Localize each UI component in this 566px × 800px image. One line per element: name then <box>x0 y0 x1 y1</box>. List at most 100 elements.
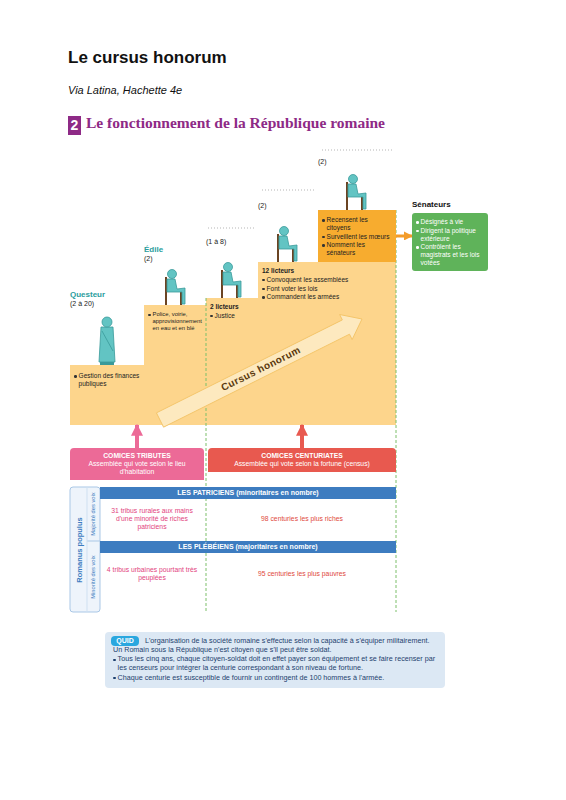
class-bar: LES PATRICIENS (minoritaires en nombre) <box>100 487 396 499</box>
text-row: L'organisation de la société romaine s'e… <box>113 637 437 654</box>
class-bar: LES PLÉBÉIENS (majoritaires en nombre) <box>100 541 396 553</box>
stair-step: Édile(2)Police, voirie, approvisionnemen… <box>144 305 208 425</box>
text-row: Gestion des finances publiques <box>74 372 141 388</box>
text-row: Police, voirie, approvisionnement en eau… <box>148 311 205 332</box>
text-row: Assemblée qui vote selon le lieu d'habit… <box>74 460 200 476</box>
stair-fill <box>70 365 145 425</box>
bullet <box>322 244 325 247</box>
censor-box: (2)Recensent les citoyensSurveillent les… <box>318 210 396 262</box>
flow-arrow <box>300 425 304 448</box>
bullet <box>210 315 213 318</box>
section-heading: Le fonctionnement de la République romai… <box>86 114 385 133</box>
text-row: 12 licteurs <box>262 267 393 275</box>
text-row: 2 <box>68 117 81 134</box>
separator-line <box>206 298 207 612</box>
box-text: Commandent les armées <box>267 293 393 301</box>
bullet <box>262 279 265 282</box>
box-text: Justice <box>215 312 255 320</box>
box-text: L'organisation de la société romaine s'e… <box>113 636 429 654</box>
cursus-arrow <box>156 315 362 428</box>
text-row: (2) <box>318 158 396 166</box>
text-row: Justice <box>210 312 255 320</box>
box-text: Gestion des finances publiques <box>79 372 141 388</box>
seated-magistrate <box>277 227 297 263</box>
box-text: QUID <box>113 637 137 645</box>
text-row: Recensent les citoyens <box>322 216 393 232</box>
text-row: Font voter les lois <box>262 285 393 293</box>
step-heading: (1 à 8) <box>206 238 258 246</box>
box-text: 2 <box>68 117 81 134</box>
bullet <box>416 246 419 249</box>
text-row: Convoquent les assemblées <box>262 276 393 284</box>
box-text: COMICES CENTURIATES <box>212 452 392 460</box>
text-row: QUID <box>113 637 137 645</box>
figure-head <box>102 317 112 327</box>
staircase <box>70 262 396 425</box>
quid-badge: QUID <box>111 636 139 646</box>
box-text: LES PLÉBÉIENS (majoritaires en nombre) <box>104 543 392 551</box>
box-text: COMICES TRIBUTES <box>74 452 200 460</box>
section-number: 2 <box>68 116 81 135</box>
bullet <box>148 314 151 317</box>
box-text: Surveillent les mœurs <box>327 233 393 241</box>
table-cell: 95 centuries les plus pauvres <box>212 570 392 578</box>
text-row: Désignés à vie <box>416 218 485 226</box>
box-text: Assemblée qui vote selon le lieu d'habit… <box>74 460 200 476</box>
figure-body <box>223 272 241 297</box>
box-text: Dirigent la politique extérieure <box>421 227 485 243</box>
box-text: 2 licteurs <box>210 303 255 311</box>
text-row: Sénateurs <box>412 200 488 210</box>
step-heading: (2) <box>258 202 318 210</box>
box-text: Nomment les sénateurs <box>327 241 393 257</box>
figure-body <box>348 184 366 209</box>
bullet <box>322 236 325 239</box>
text-row: (2 à 20) <box>70 300 144 308</box>
bullet <box>74 375 77 378</box>
figure-drape <box>102 331 113 351</box>
bullet <box>322 219 325 222</box>
stair-fill <box>206 298 259 425</box>
text-row: Chaque centurie est susceptible de fourn… <box>113 674 437 683</box>
senate-box: SénateursDésignés à vieDirigent la polit… <box>412 213 488 271</box>
bullet <box>262 288 265 291</box>
text-row: Assemblée qui vote selon la fortune (cen… <box>212 460 392 468</box>
stair-step: (2)12 licteursConvoquent les assembléesF… <box>258 262 396 425</box>
box-text: Convoquent les assemblées <box>267 276 393 284</box>
box-text: Chaque centurie est susceptible de fourn… <box>118 674 437 683</box>
table-cell: 4 tribus urbaines pourtant très peuplées <box>104 566 200 582</box>
box-text: Recensent les citoyens <box>327 216 393 232</box>
box-text: Police, voirie, approvisionnement en eau… <box>153 311 205 332</box>
step-heading: (2) <box>318 158 396 166</box>
table-cell: 31 tribus rurales aux mains d'une minori… <box>104 507 200 531</box>
text-row: Contrôlent les magistrats et les lois vo… <box>416 243 485 266</box>
step-heading: (2 à 20) <box>70 300 144 308</box>
figure-body <box>99 327 115 362</box>
source-note: Via Latina, Hachette 4e <box>68 84 182 97</box>
table-cell: 98 centuries les plus riches <box>212 515 392 523</box>
bullet <box>113 659 116 662</box>
stair-step: Questeur(2 à 20)Gestion des finances pub… <box>70 365 144 425</box>
page-title: Le cursus honorum <box>68 48 227 68</box>
quid-box: L'organisation de la société romaine s'e… <box>105 632 445 688</box>
text-row: LES PLÉBÉIENS (majoritaires en nombre) <box>104 543 392 551</box>
text-row: 2 licteurs <box>210 303 255 311</box>
seated-magistrate <box>165 270 185 306</box>
stair-step: (1 à 8)2 licteursJustice <box>206 298 258 425</box>
assembly-box: COMICES TRIBUTESAssemblée qui vote selon… <box>70 448 204 480</box>
table-divider <box>87 541 100 542</box>
seated-magistrate <box>346 175 366 211</box>
figure-head <box>349 175 358 184</box>
table-strip <box>70 487 100 612</box>
dotted-mark <box>262 190 316 191</box>
bullet <box>262 296 265 299</box>
step-heading: (2) <box>144 255 208 263</box>
text-row: LES PATRICIENS (minoritaires en nombre) <box>104 489 392 497</box>
side-label: Romanus populus <box>75 517 84 582</box>
assembly-box: COMICES CENTURIATESAssemblée qui vote se… <box>208 448 396 472</box>
bullet <box>416 230 419 233</box>
box-text: Désignés à vie <box>421 218 485 226</box>
box-text: 12 licteurs <box>262 267 393 275</box>
standing-magistrate <box>99 317 115 365</box>
step-heading: Questeur <box>70 290 144 300</box>
